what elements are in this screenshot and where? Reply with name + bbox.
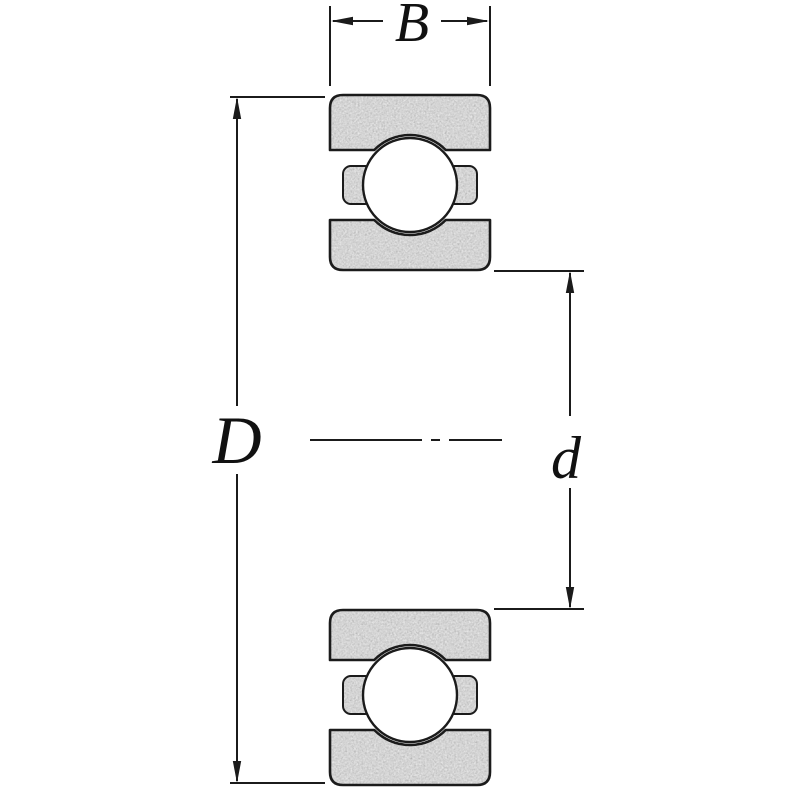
d-bore-arrowhead-down-icon	[565, 587, 575, 609]
dimension-label-d: d	[551, 425, 582, 491]
dimension-D: D	[211, 96, 325, 784]
dimension-d: d	[494, 270, 584, 610]
d-bore-arrowhead-up-icon	[565, 271, 575, 293]
b-arrowhead-left-icon	[331, 16, 353, 26]
dimension-B: B	[329, 0, 491, 86]
d-outer-arrowhead-up-icon	[232, 97, 242, 119]
dimension-label-D: D	[211, 402, 261, 478]
dimension-label-B: B	[395, 0, 429, 54]
ball-bottom	[361, 646, 459, 744]
b-arrowhead-right-icon	[467, 16, 489, 26]
d-outer-arrowhead-down-icon	[232, 761, 242, 783]
ball-top	[361, 136, 459, 234]
